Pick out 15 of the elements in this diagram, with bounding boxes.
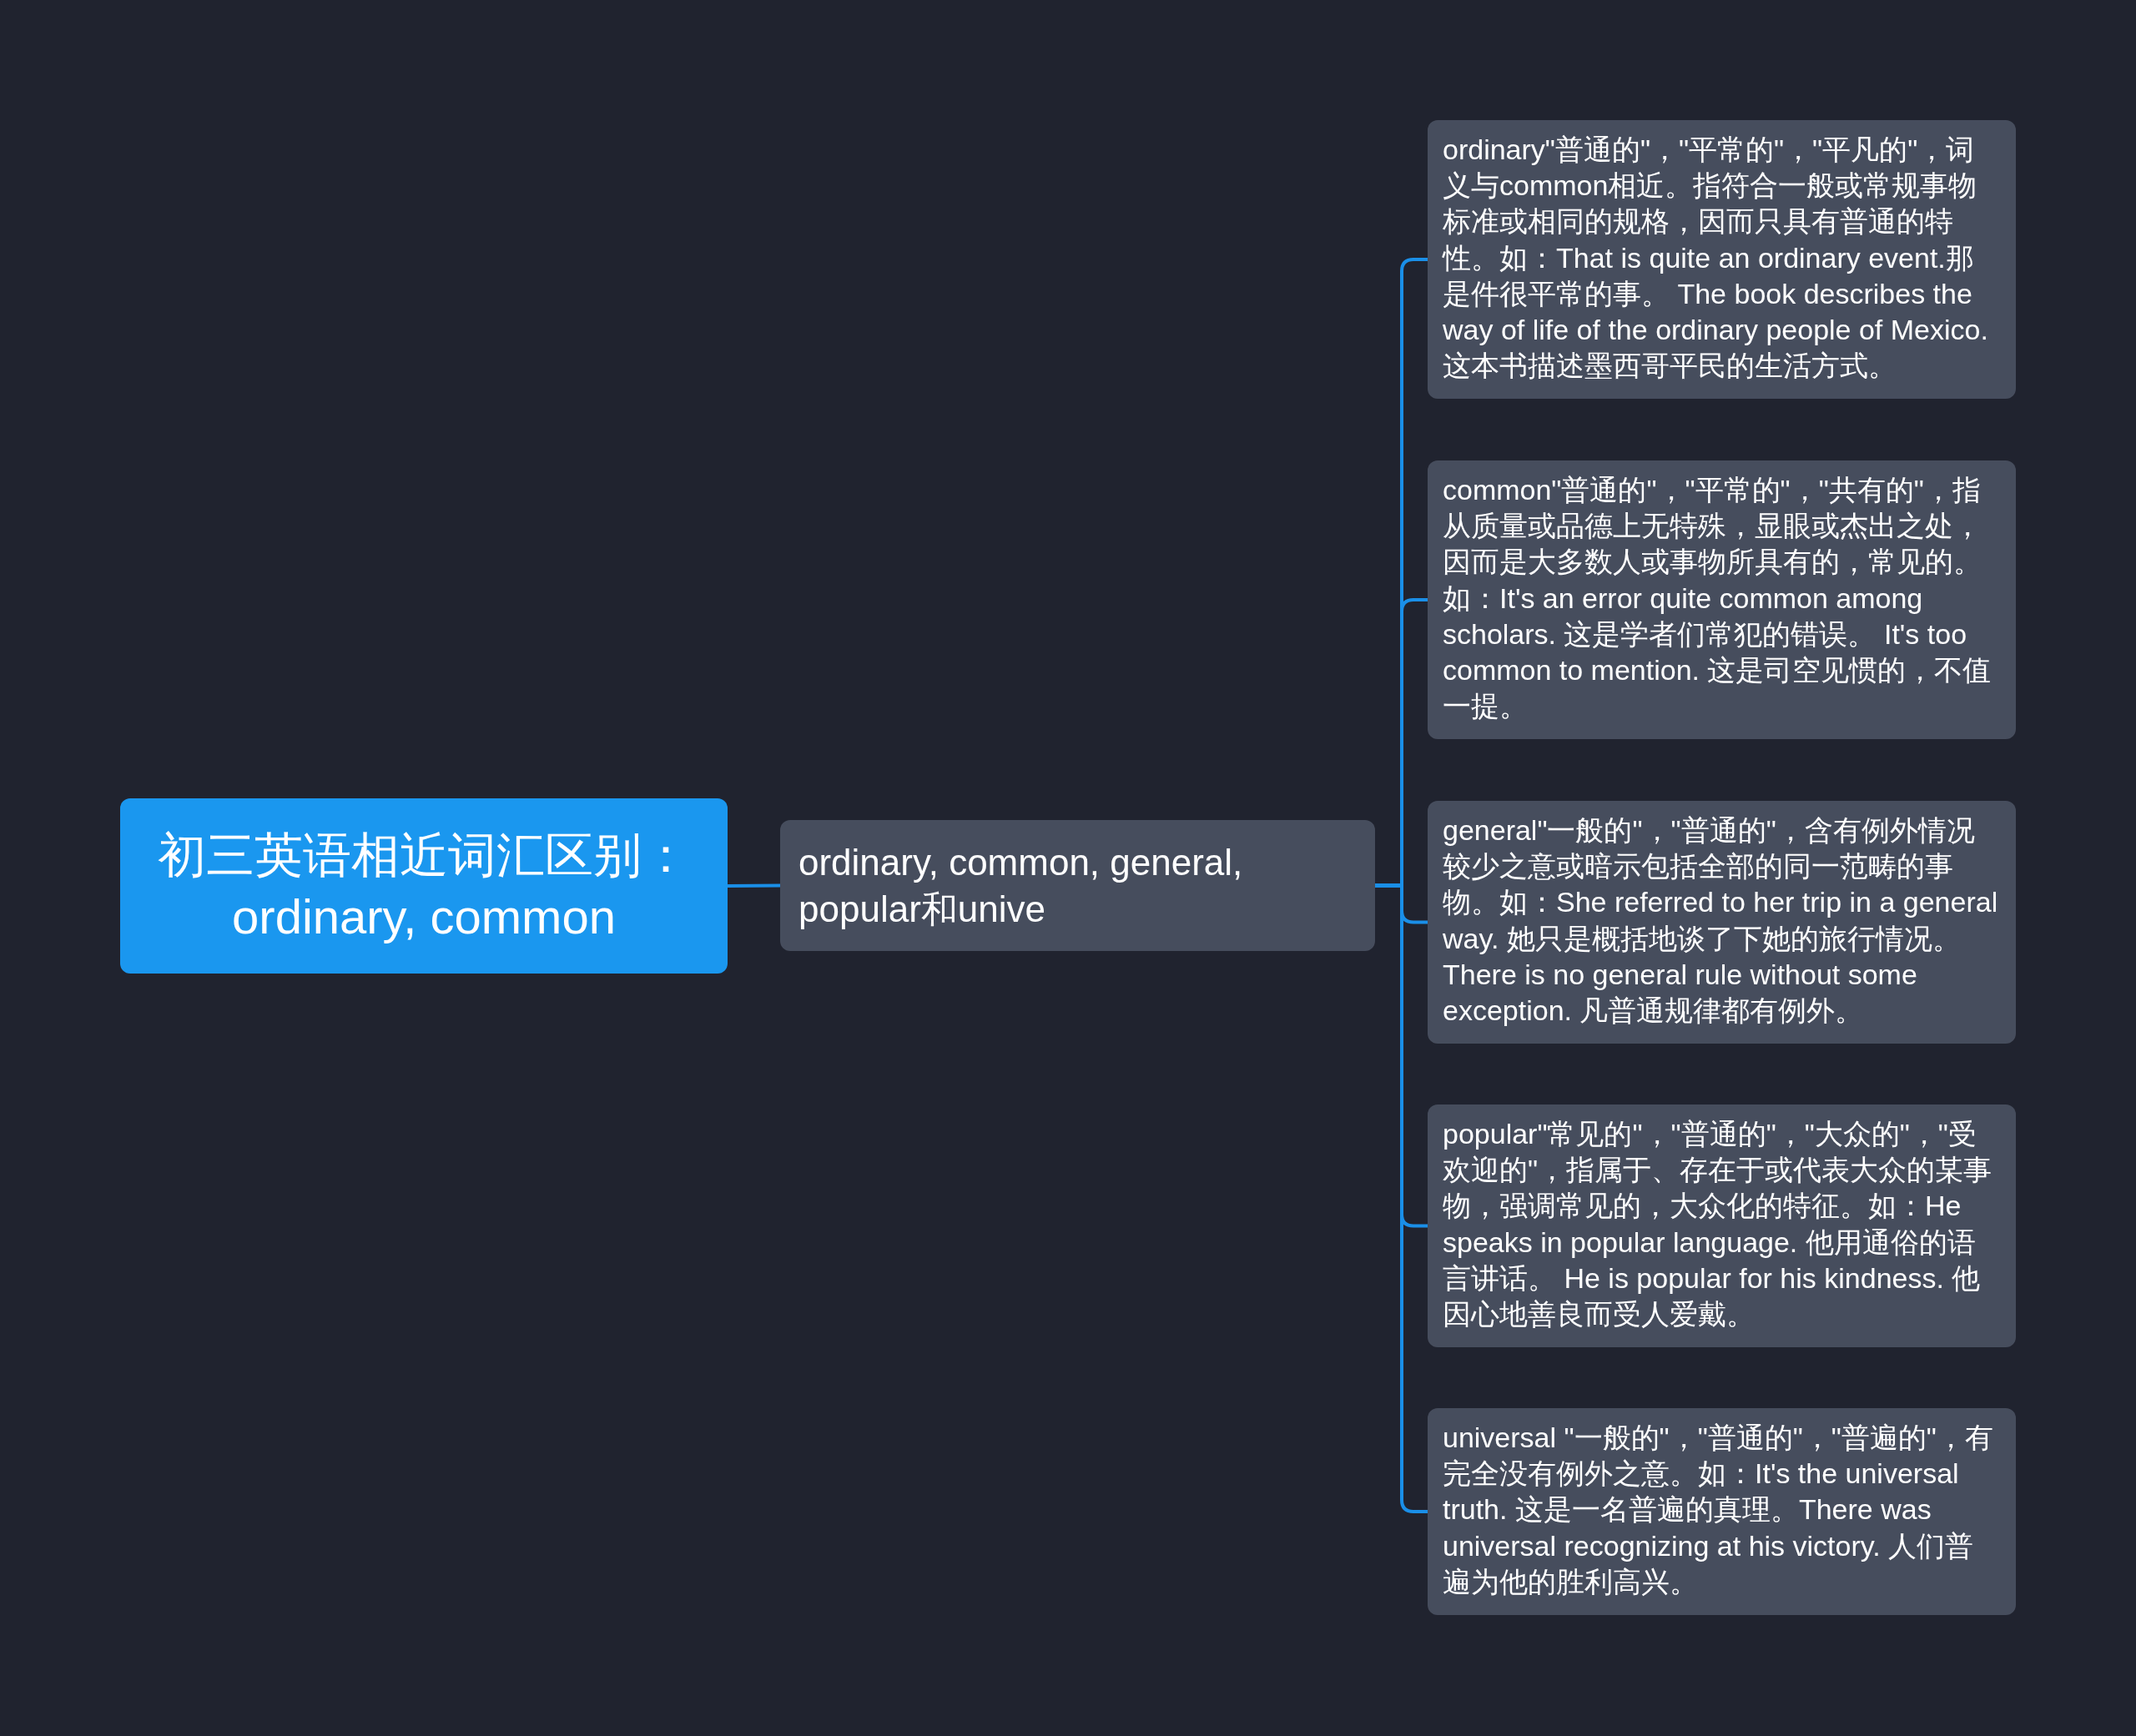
note-text: general"一般的"，"普通的"，含有例外情况较少之意或暗示包括全部的同一范畴的事物。如：She referred to her trip in a general way. 她只是概括地谈了下她的旅行情况。 There is no general rule without some exception. 凡普通规律都有例外。 [1443, 813, 1999, 1028]
root-topic-box [120, 798, 728, 974]
connector-line [728, 883, 780, 888]
note-text: universal "一般的"，"普通的"，"普遍的"，有完全没有例外之意。如：It's the universal truth. 这是一名普遍的真理。There was universal recognizing at his victory. 人们普遍为他的胜利高兴。 [1443, 1421, 1994, 1599]
note-text: common"普通的"，"平常的"，"共有的"，指从质量或品德上无特殊，显眼或杰出之处，因而是大多数人或事物所具有的，常见的。如：It's an error quite common among scholars. 这是学者们常犯的错误。 It's too common to mention. 这是司空见惯的，不值一提。 [1443, 473, 1992, 724]
note-box [1428, 120, 2016, 400]
topic-title: 初三英语相近词汇区别：ordinary, common [157, 827, 691, 945]
topic-box [780, 820, 1375, 951]
note-text: popular"常见的"，"普通的"，"大众的"，"受欢迎的"，指属于、存在于或代表大众的某事物，强调常见的，大众化的特征。如：He speaks in popular language. 他用通俗的语言讲话。 He is popular for his kindness. 他因心地善良而受人爱戴。 [1443, 1117, 1993, 1331]
note-box [1428, 460, 2016, 740]
note-text: ordinary"普通的"，"平常的"，"平凡的"，词义与common相近。指符合一般或常规事物标准或相同的规格，因而只具有普通的特性。如：That is quite an ordinary event.那是件很平常的事。 The book describes the way of life of the ordinary people of Mexico. 这本书描述墨西哥平民的生活方式。 [1443, 133, 1989, 384]
note-box [1428, 1408, 2016, 1615]
note-text: ordinary, common, general, popular和unive [798, 840, 1244, 931]
note-box [1428, 1104, 2016, 1348]
note-box [1428, 801, 2016, 1044]
